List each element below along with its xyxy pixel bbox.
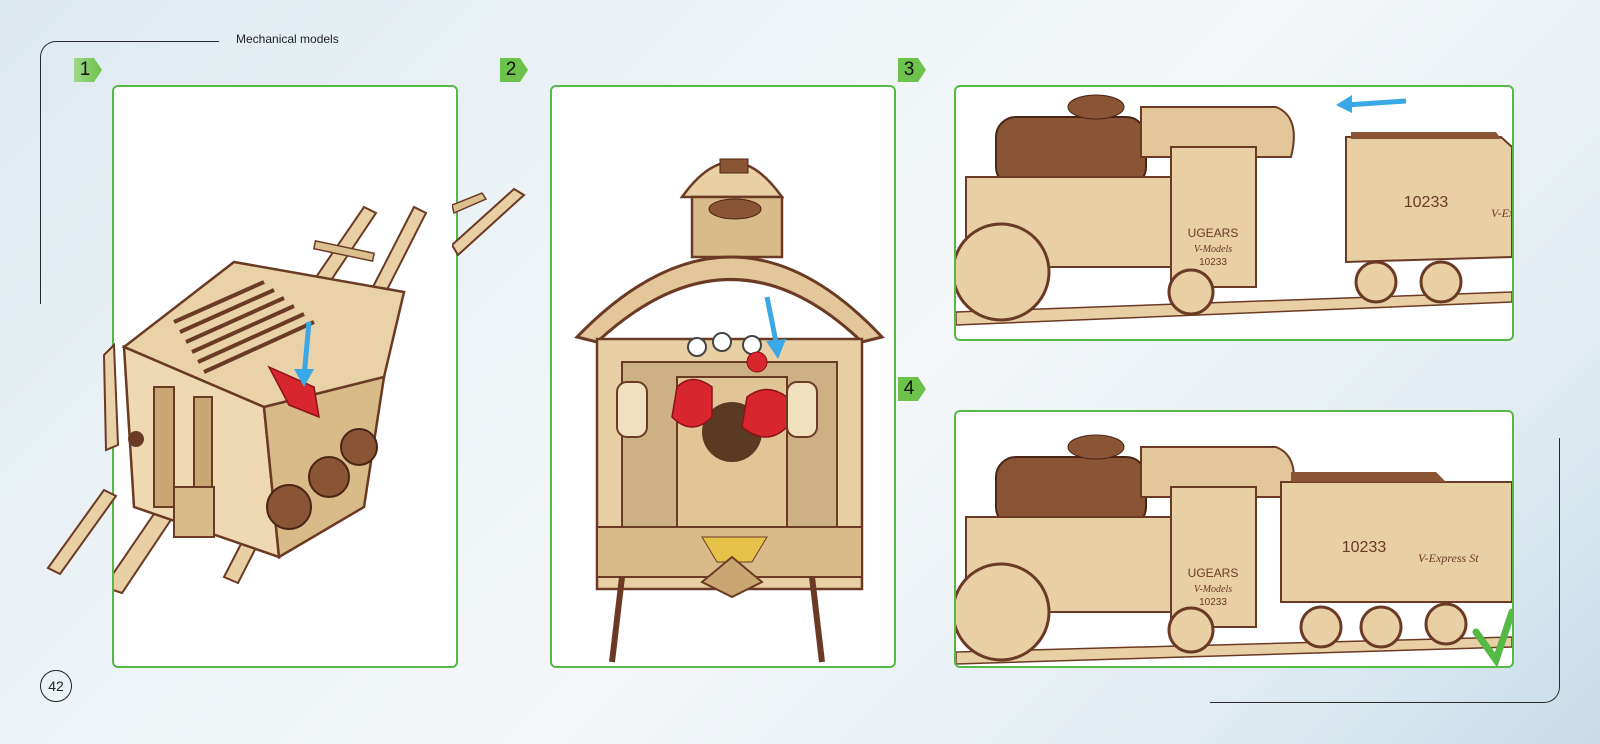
step-badge-1: 1	[72, 56, 106, 84]
step-badge-2: 2	[498, 56, 532, 84]
checkmark-icon	[1472, 608, 1512, 666]
cab-number-label: 10233	[1199, 597, 1227, 608]
tender-script-label: V-Express St	[1418, 551, 1479, 565]
locomotive-cab-interior-illustration	[574, 158, 885, 663]
step-badge-arrow-icon	[74, 58, 102, 82]
step-badge-arrow-icon	[898, 58, 926, 82]
step-number: 4	[903, 378, 915, 399]
locomotive-and-tender-separated-illustration: UGEARS V-Models 10233 10233 V-Ex	[956, 94, 1512, 326]
step-badge-arrow-icon	[898, 377, 926, 401]
page-corner-frame-bottom-right	[1210, 438, 1560, 703]
step-3-panel: UGEARS V-Models 10233 10233 V-Ex	[954, 85, 1514, 341]
tender-number-label: 10233	[1342, 539, 1387, 556]
step-number: 2	[505, 59, 517, 80]
step-badge-arrow-icon	[500, 58, 528, 82]
cab-brand-label: UGEARS	[1188, 226, 1239, 240]
step-2-panel	[550, 85, 896, 668]
section-title: Mechanical models	[236, 32, 339, 46]
cab-brand-label: UGEARS	[1188, 566, 1239, 580]
page-number: 42	[40, 670, 72, 702]
tender-script-label: V-Ex	[1491, 206, 1512, 220]
tender-number-label: 10233	[1404, 194, 1449, 211]
locomotive-and-tender-coupled-illustration: UGEARS V-Models 10233 10233 V-Express St	[956, 434, 1512, 666]
cab-number-label: 10233	[1199, 257, 1227, 268]
assembly-direction-arrow-icon	[1336, 95, 1352, 113]
page-corner-frame-top-left	[40, 41, 219, 304]
step-badge-3: 3	[896, 56, 930, 84]
tender-on-rails-illustration	[114, 205, 428, 595]
step-4-panel: UGEARS V-Models 10233 10233 V-Express St	[954, 410, 1514, 668]
step-1-rail-overflow	[452, 187, 526, 257]
step-number: 1	[79, 59, 91, 80]
cab-model-label: V-Models	[1194, 244, 1232, 255]
step-1-panel	[112, 85, 458, 668]
step-badge-4: 4	[896, 375, 930, 403]
step-number: 3	[903, 59, 915, 80]
cab-model-label: V-Models	[1194, 584, 1232, 595]
